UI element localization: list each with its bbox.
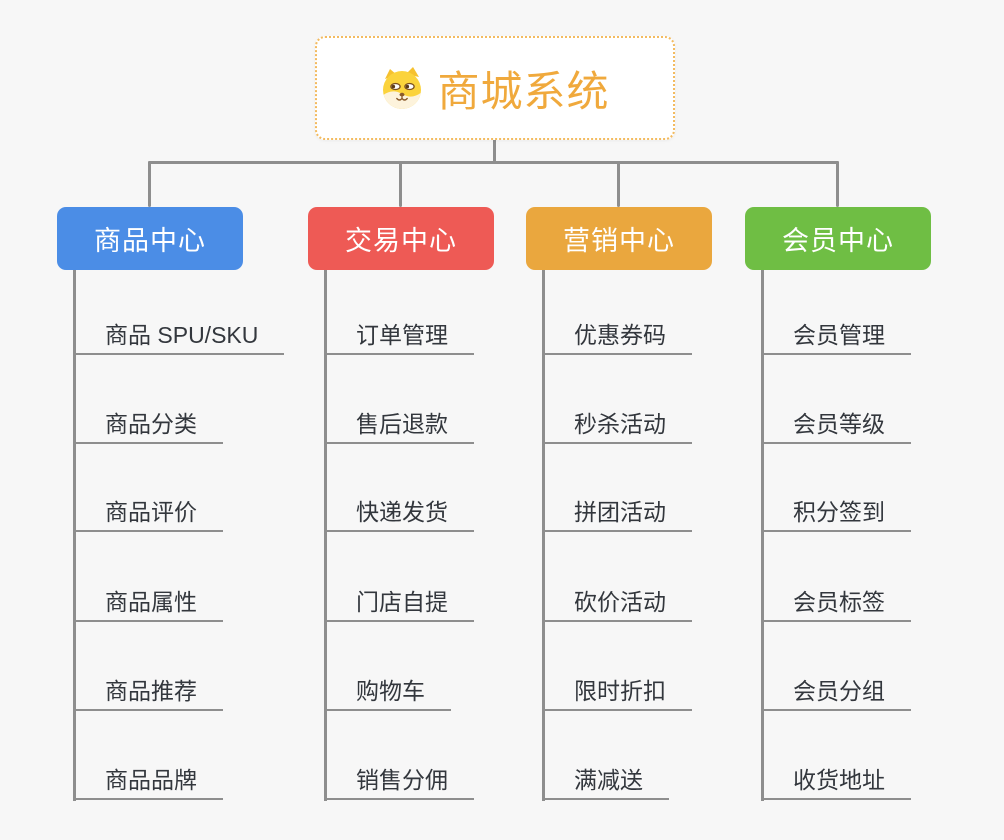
branch-label: 交易中心 xyxy=(345,226,457,256)
leaf-node[interactable]: 砍价活动 xyxy=(542,588,692,622)
branch-header-member-center[interactable]: 会员中心 xyxy=(745,207,931,270)
branch-header-marketing-center[interactable]: 营销中心 xyxy=(526,207,712,270)
leaf-node[interactable]: 满减送 xyxy=(542,766,669,800)
leaf-node[interactable]: 商品推荐 xyxy=(73,677,223,711)
branch-trunk-line xyxy=(324,270,327,801)
leaf-node[interactable]: 积分签到 xyxy=(761,498,911,532)
leaf-node[interactable]: 售后退款 xyxy=(324,410,474,444)
leaf-node[interactable]: 商品品牌 xyxy=(73,766,223,800)
leaf-node[interactable]: 快递发货 xyxy=(324,498,474,532)
leaf-node[interactable]: 商品属性 xyxy=(73,588,223,622)
branch-product-center: 商品中心 商品 SPU/SKU 商品分类 商品评价 商品属性 商品推荐 商品品牌 xyxy=(57,0,307,840)
root-node[interactable]: 商城系统 xyxy=(315,36,675,140)
connector-drop-product xyxy=(148,161,151,207)
branch-header-trade-center[interactable]: 交易中心 xyxy=(308,207,494,270)
leaf-node[interactable]: 订单管理 xyxy=(324,321,474,355)
leaf-node[interactable]: 商品 SPU/SKU xyxy=(73,321,285,355)
leaf-node[interactable]: 会员等级 xyxy=(761,410,911,444)
shiba-dog-icon xyxy=(383,67,422,109)
leaf-node[interactable]: 会员管理 xyxy=(761,321,911,355)
leaf-node[interactable]: 商品评价 xyxy=(73,498,223,532)
branch-trunk-line xyxy=(73,270,76,801)
connector-drop-marketing xyxy=(617,161,620,207)
leaf-node[interactable]: 商品分类 xyxy=(73,410,223,444)
leaf-node[interactable]: 秒杀活动 xyxy=(542,410,692,444)
leaf-node[interactable]: 销售分佣 xyxy=(324,766,474,800)
connector-horizontal-bar xyxy=(148,161,839,164)
root-title: 商城系统 xyxy=(437,67,610,115)
branch-label: 商品中心 xyxy=(94,226,206,256)
connector-drop-member xyxy=(836,161,839,207)
branch-trade-center: 交易中心 订单管理 售后退款 快递发货 门店自提 购物车 销售分佣 xyxy=(308,0,558,840)
leaf-node[interactable]: 限时折扣 xyxy=(542,677,692,711)
branch-label: 营销中心 xyxy=(563,226,675,256)
branch-trunk-line xyxy=(761,270,764,801)
branch-marketing-center: 营销中心 优惠券码 秒杀活动 拼团活动 砍价活动 限时折扣 满减送 xyxy=(526,0,776,840)
leaf-node[interactable]: 会员分组 xyxy=(761,677,911,711)
branch-member-center: 会员中心 会员管理 会员等级 积分签到 会员标签 会员分组 收货地址 xyxy=(745,0,995,840)
leaf-node[interactable]: 会员标签 xyxy=(761,588,911,622)
leaf-node[interactable]: 拼团活动 xyxy=(542,498,692,532)
branch-header-product-center[interactable]: 商品中心 xyxy=(57,207,243,270)
leaf-node[interactable]: 优惠券码 xyxy=(542,321,692,355)
branch-trunk-line xyxy=(542,270,545,801)
leaf-node[interactable]: 收货地址 xyxy=(761,766,911,800)
connector-root-stub xyxy=(493,140,496,162)
branch-label: 会员中心 xyxy=(782,226,894,256)
connector-drop-trade xyxy=(399,161,402,207)
leaf-node[interactable]: 门店自提 xyxy=(324,588,474,622)
leaf-node[interactable]: 购物车 xyxy=(324,677,451,711)
